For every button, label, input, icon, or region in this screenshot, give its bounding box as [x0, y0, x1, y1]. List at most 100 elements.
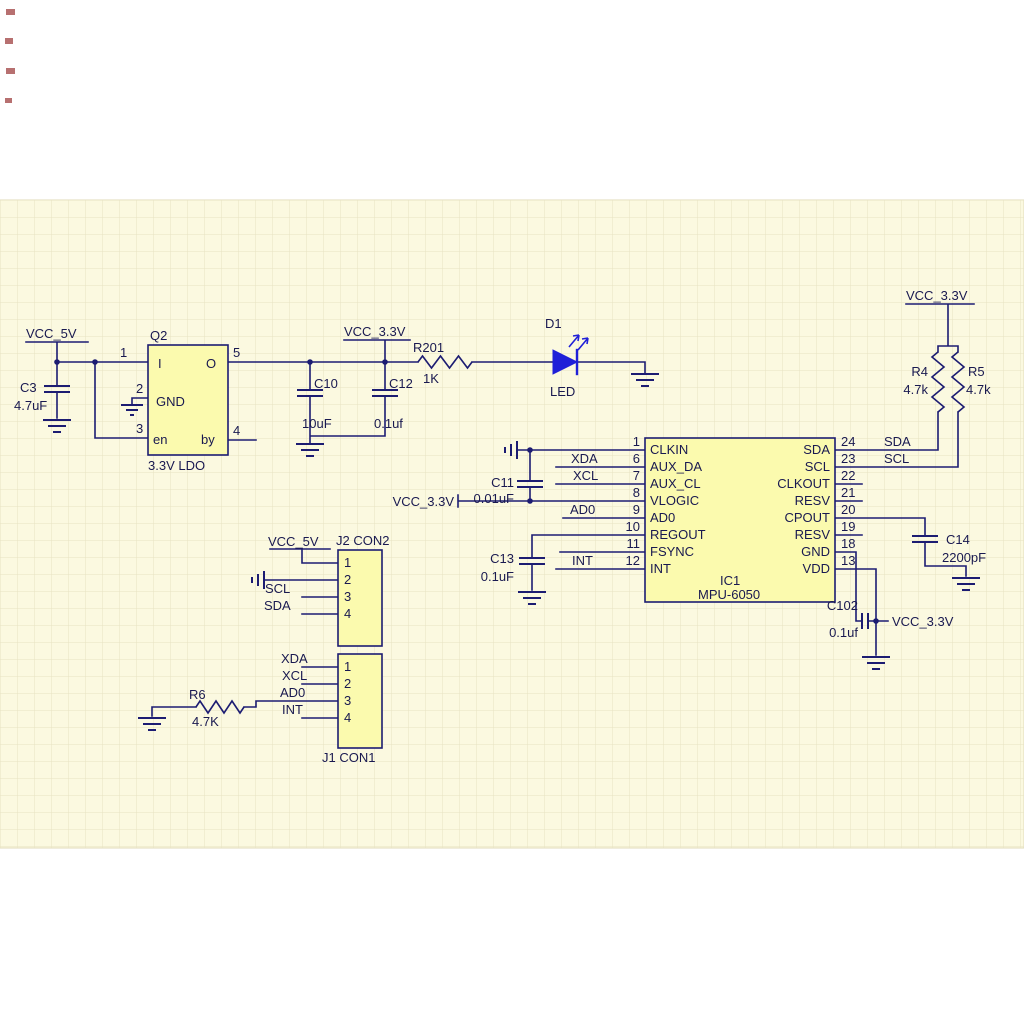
j1-pin-num-2: 2	[344, 676, 351, 691]
junction-dot	[527, 498, 533, 504]
scan-artifacts	[5, 9, 15, 103]
ic-pin-num-7: 7	[633, 468, 640, 483]
regulator-pin4-num: 4	[233, 423, 240, 438]
res-r201-value: 1K	[423, 371, 439, 386]
resistor-symbols	[195, 351, 966, 715]
ic-pin-num-6: 6	[633, 451, 640, 466]
connector-j2-body	[337, 549, 383, 647]
ic-pin-name-vdd: VDD	[803, 561, 830, 576]
resistor-r201-symbol	[417, 354, 473, 370]
ic-pin-num-22: 22	[841, 468, 855, 483]
ic-pin-num-13: 13	[841, 553, 855, 568]
resistor-r4-symbol	[930, 351, 946, 413]
led-emission-arrows	[568, 334, 589, 351]
cap-c14-ref: C14	[946, 532, 970, 547]
j1-pin-num-3: 3	[344, 693, 351, 708]
ic-part-number: MPU-6050	[698, 587, 760, 602]
net-label-vcc5v-j2: VCC_5V	[268, 534, 319, 549]
resistor-r6-symbol	[195, 699, 245, 715]
ic-pin-name-cpout: CPOUT	[785, 510, 831, 525]
cap-c10-value: 10uF	[302, 416, 332, 431]
junction-dot	[307, 359, 313, 365]
ground-symbols	[43, 373, 980, 731]
artifact-mark	[6, 9, 15, 15]
ic-pin-num-8: 8	[633, 485, 640, 500]
led-triangle	[552, 349, 579, 375]
grid-lines	[0, 200, 1024, 848]
led-label: LED	[550, 384, 575, 399]
regulator-subtitle: 3.3V LDO	[148, 458, 205, 473]
regulator-pin2-num: 2	[136, 381, 143, 396]
led-ref: D1	[545, 316, 562, 331]
junction-dots	[54, 359, 879, 624]
ic-pin-name-gnd: GND	[801, 544, 830, 559]
net-label-int: INT	[572, 553, 593, 568]
junction-dot	[382, 359, 388, 365]
ic-pin-num-21: 21	[841, 485, 855, 500]
j1-pin-num-4: 4	[344, 710, 351, 725]
ic-pin-name-auxcl: AUX_CL	[650, 476, 701, 491]
ic-pin-name-resv19: RESV	[795, 527, 831, 542]
ic-pin-num-12: 12	[626, 553, 640, 568]
res-r4-value: 4.7k	[903, 382, 928, 397]
artifact-mark	[6, 68, 15, 74]
ic-pin-num-1: 1	[633, 434, 640, 449]
regulator-body	[147, 344, 229, 456]
ic-pin-name-regout: REGOUT	[650, 527, 706, 542]
cap-c13-ref: C13	[490, 551, 514, 566]
wire-network	[25, 303, 975, 719]
j2-pin-num-1: 1	[344, 555, 351, 570]
regulator-pin5-num: 5	[233, 345, 240, 360]
ic-pin-name-clkin: CLKIN	[650, 442, 688, 457]
junction-dot	[92, 359, 98, 365]
regulator-pin-en: en	[153, 432, 167, 447]
led-symbol	[552, 334, 589, 376]
net-label-vcc33-right: VCC_3.3V	[906, 288, 968, 303]
net-label-j1-xcl: XCL	[282, 668, 307, 683]
net-label-j1-ad0: AD0	[280, 685, 305, 700]
net-label-vcc33-vdd: VCC_3.3V	[892, 614, 954, 629]
res-r5-ref: R5	[968, 364, 985, 379]
ic-pin-name-ad0: AD0	[650, 510, 675, 525]
j2-pin-num-3: 3	[344, 589, 351, 604]
net-label-xda: XDA	[571, 451, 598, 466]
cap-c10-ref: C10	[314, 376, 338, 391]
ic-pin-name-clkout: CLKOUT	[777, 476, 830, 491]
ic-pin-num-20: 20	[841, 502, 855, 517]
ic-pin-num-10: 10	[626, 519, 640, 534]
net-label-vcc33-vlogic: VCC_3.3V	[393, 494, 455, 509]
cap-c14-value: 2200pF	[942, 550, 986, 565]
cap-c11-ref: C11	[491, 475, 514, 490]
cap-c11-value: 0.01uF	[474, 491, 515, 506]
res-r5-value: 4.7k	[966, 382, 991, 397]
cap-c12-ref: C12	[389, 376, 413, 391]
connector-j1-title: J1 CON1	[322, 750, 375, 765]
junction-dot	[54, 359, 60, 365]
j2-pin-num-4: 4	[344, 606, 351, 621]
labels: VCC_5V C3 4.7uF Q2 1 2 3 5 4 I O GND en …	[14, 288, 991, 765]
net-label-j1-xda: XDA	[281, 651, 308, 666]
cap-c3-value: 4.7uF	[14, 398, 47, 413]
net-label-j2-sda: SDA	[264, 598, 291, 613]
regulator-pin1-num: 1	[120, 345, 127, 360]
net-label-xcl: XCL	[573, 468, 598, 483]
regulator-pin-gnd: GND	[156, 394, 185, 409]
regulator-ref: Q2	[150, 328, 167, 343]
connector-j2-title: J2 CON2	[336, 533, 389, 548]
regulator-pin-by: by	[201, 432, 215, 447]
capacitor-symbols	[44, 385, 938, 629]
res-r6-ref: R6	[189, 687, 206, 702]
net-label-sda: SDA	[884, 434, 911, 449]
cap-c13-value: 0.1uF	[481, 569, 514, 584]
net-label-vcc33-top: VCC_3.3V	[344, 324, 406, 339]
net-label-scl: SCL	[884, 451, 909, 466]
res-r201-ref: R201	[413, 340, 444, 355]
ic-pin-name-vlogic: VLOGIC	[650, 493, 699, 508]
ic-pin-num-9: 9	[633, 502, 640, 517]
ic-pin-num-19: 19	[841, 519, 855, 534]
resistor-r5-symbol	[950, 351, 966, 413]
net-label-ad0: AD0	[570, 502, 595, 517]
regulator-pin3-num: 3	[136, 421, 143, 436]
ic-pin-name-scl: SCL	[805, 459, 830, 474]
